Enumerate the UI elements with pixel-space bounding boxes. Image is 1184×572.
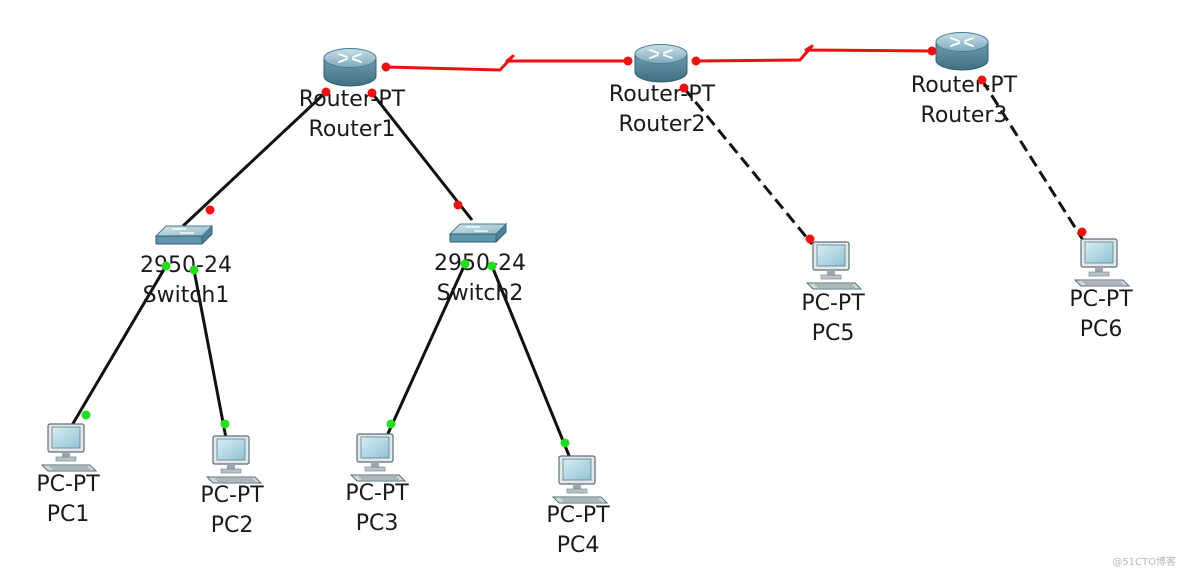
node-router2[interactable]: Router-PT Router2 [609, 43, 716, 138]
device-model-label: PC-PT [801, 291, 865, 316]
device-model-label: Router-PT [299, 87, 406, 112]
device-model-label: Router-PT [911, 73, 1018, 98]
device-model-label: 2950-24 [434, 251, 526, 276]
node-pc1[interactable]: PC-PT PC1 [36, 423, 100, 527]
device-model-label: PC-PT [36, 472, 100, 497]
ports-layer [81, 46, 1087, 448]
port-status-switch1-up [161, 261, 171, 271]
device-model-label: 2950-24 [140, 253, 232, 278]
link-router2-pc5[interactable] [682, 87, 814, 245]
port-status-switch1-down [205, 205, 215, 215]
device-name-label: PC5 [812, 321, 855, 346]
device-model-label: PC-PT [546, 503, 610, 528]
node-pc3[interactable]: PC-PT PC3 [345, 433, 409, 536]
pc-icon[interactable] [206, 435, 262, 484]
port-status-router3-down [927, 46, 937, 56]
switch-icon[interactable] [449, 223, 507, 243]
port-status-router3-down [977, 75, 987, 85]
port-status-switch2-down [453, 200, 463, 210]
port-status-router2-down [679, 83, 689, 93]
link-router3-pc6[interactable] [980, 79, 1085, 241]
device-model-label: PC-PT [345, 481, 409, 506]
port-status-switch2-up [460, 259, 470, 269]
node-router3[interactable]: Router-PT Router3 [911, 31, 1018, 129]
device-name-label: PC6 [1080, 317, 1123, 342]
device-model-label: Router-PT [609, 82, 716, 107]
port-status-switch2-up [487, 261, 497, 271]
link-switch2-pc3[interactable] [384, 263, 467, 439]
port-status-router2-down [691, 56, 701, 66]
device-model-label: PC-PT [200, 483, 264, 508]
port-status-switch1-up [189, 265, 199, 275]
device-name-label: Router1 [309, 117, 396, 142]
port-status-router1-down [381, 62, 391, 72]
port-status-pc3-up [386, 419, 396, 429]
node-pc5[interactable]: PC-PT PC5 [801, 241, 865, 346]
link-router2-router3[interactable] [695, 44, 933, 63]
pc-icon[interactable] [806, 241, 862, 290]
watermark: @51CTO博客 [1112, 555, 1176, 568]
node-pc2[interactable]: PC-PT PC2 [200, 435, 264, 538]
node-pc6[interactable]: PC-PT PC6 [1069, 238, 1133, 342]
device-name-label: Switch2 [437, 281, 524, 306]
router-icon[interactable] [634, 43, 688, 83]
port-status-pc1-up [81, 410, 91, 420]
pc-icon[interactable] [41, 423, 97, 472]
link-switch2-pc4[interactable] [490, 265, 572, 459]
device-name-label: Switch1 [143, 283, 230, 308]
nodes-layer: Router-PTRouter1Router-PTRouter2Router-P… [36, 31, 1133, 558]
device-name-label: PC3 [356, 511, 399, 536]
link-router1-switch2[interactable] [370, 92, 474, 221]
port-status-router2-down [623, 56, 633, 66]
node-router1[interactable]: Router-PT Router1 [299, 47, 406, 143]
device-name-label: PC2 [211, 513, 254, 538]
link-switch1-pc2[interactable] [192, 269, 228, 439]
port-status-pc2-up [220, 419, 230, 429]
port-status-router1-down [367, 88, 377, 98]
device-name-label: PC1 [47, 502, 90, 527]
device-name-label: PC4 [557, 533, 600, 558]
pc-icon[interactable] [350, 433, 406, 482]
links-layer [66, 44, 1085, 459]
link-switch1-pc1[interactable] [66, 265, 168, 433]
port-status-router1-down [321, 87, 331, 97]
device-model-label: PC-PT [1069, 287, 1133, 312]
link-router1-router2[interactable] [385, 54, 628, 72]
device-name-label: Router3 [921, 103, 1008, 128]
port-status-pc4-up [560, 438, 570, 448]
pc-icon[interactable] [1074, 238, 1130, 287]
router-icon[interactable] [935, 31, 989, 71]
node-pc4[interactable]: PC-PT PC4 [546, 455, 610, 558]
pc-icon[interactable] [552, 455, 608, 504]
port-status-pc6-down [1077, 227, 1087, 237]
device-name-label: Router2 [619, 112, 706, 137]
router-icon[interactable] [323, 47, 377, 87]
port-status-pc5-down [805, 234, 815, 244]
switch-icon[interactable] [155, 225, 213, 245]
link-router1-switch1[interactable] [181, 90, 328, 228]
